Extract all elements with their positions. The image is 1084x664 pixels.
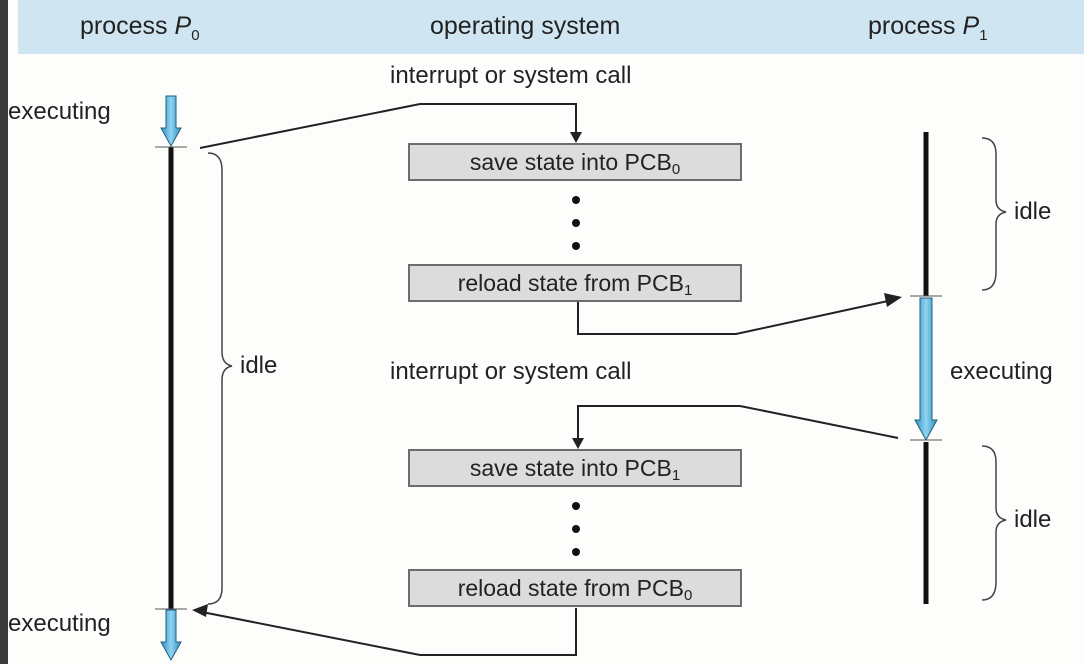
reload-state-pcb0-box: reload state from PCB0 <box>408 569 742 607</box>
executing-arrow-p0-top <box>160 95 182 148</box>
header-operating-system: operating system <box>430 12 621 40</box>
flow-p0-to-save-pcb0 <box>199 103 577 149</box>
idle-brace-p0 <box>207 152 233 605</box>
flow-reload-pcb0-to-p0 <box>201 608 577 656</box>
left-frame-edge <box>0 0 8 664</box>
arrowhead-to-p0 <box>192 604 208 617</box>
ellipsis-dot <box>572 525 580 533</box>
flow-reload-pcb1-to-p1 <box>577 300 889 335</box>
reload-state-pcb1-box: reload state from PCB1 <box>408 264 742 302</box>
interrupt-label-top: interrupt or system call <box>390 62 632 89</box>
idle-brace-p1-bottom <box>981 445 1007 601</box>
executing-label-p0-top: executing <box>8 98 111 125</box>
ellipsis-dot <box>572 502 580 510</box>
header-process-p0: process P0 <box>80 12 200 44</box>
executing-label-p0-bottom: executing <box>8 610 111 637</box>
interrupt-label-middle: interrupt or system call <box>390 358 632 385</box>
executing-label-p1: executing <box>950 358 1053 385</box>
ellipsis-dot <box>572 219 580 227</box>
ellipsis-dot <box>572 548 580 556</box>
save-state-pcb0-box: save state into PCB0 <box>408 143 742 181</box>
idle-brace-p1-top <box>981 137 1007 291</box>
header-band <box>18 0 1084 54</box>
idle-label-p1-top: idle <box>1014 198 1052 225</box>
idle-label-p0: idle <box>240 352 278 379</box>
ellipsis-dot <box>572 196 580 204</box>
executing-arrow-p0-bottom <box>160 609 182 662</box>
ellipsis-dot <box>572 242 580 250</box>
save-state-pcb1-box: save state into PCB1 <box>408 449 742 487</box>
executing-arrow-p1 <box>914 297 938 442</box>
idle-label-p1-bottom: idle <box>1014 506 1052 533</box>
arrowhead-save-pcb1 <box>572 438 584 449</box>
arrowhead-to-p1 <box>884 293 902 307</box>
arrowhead-save-pcb0 <box>570 132 582 143</box>
header-process-p1: process P1 <box>868 12 988 44</box>
flow-p1-to-save-pcb1 <box>577 405 899 440</box>
